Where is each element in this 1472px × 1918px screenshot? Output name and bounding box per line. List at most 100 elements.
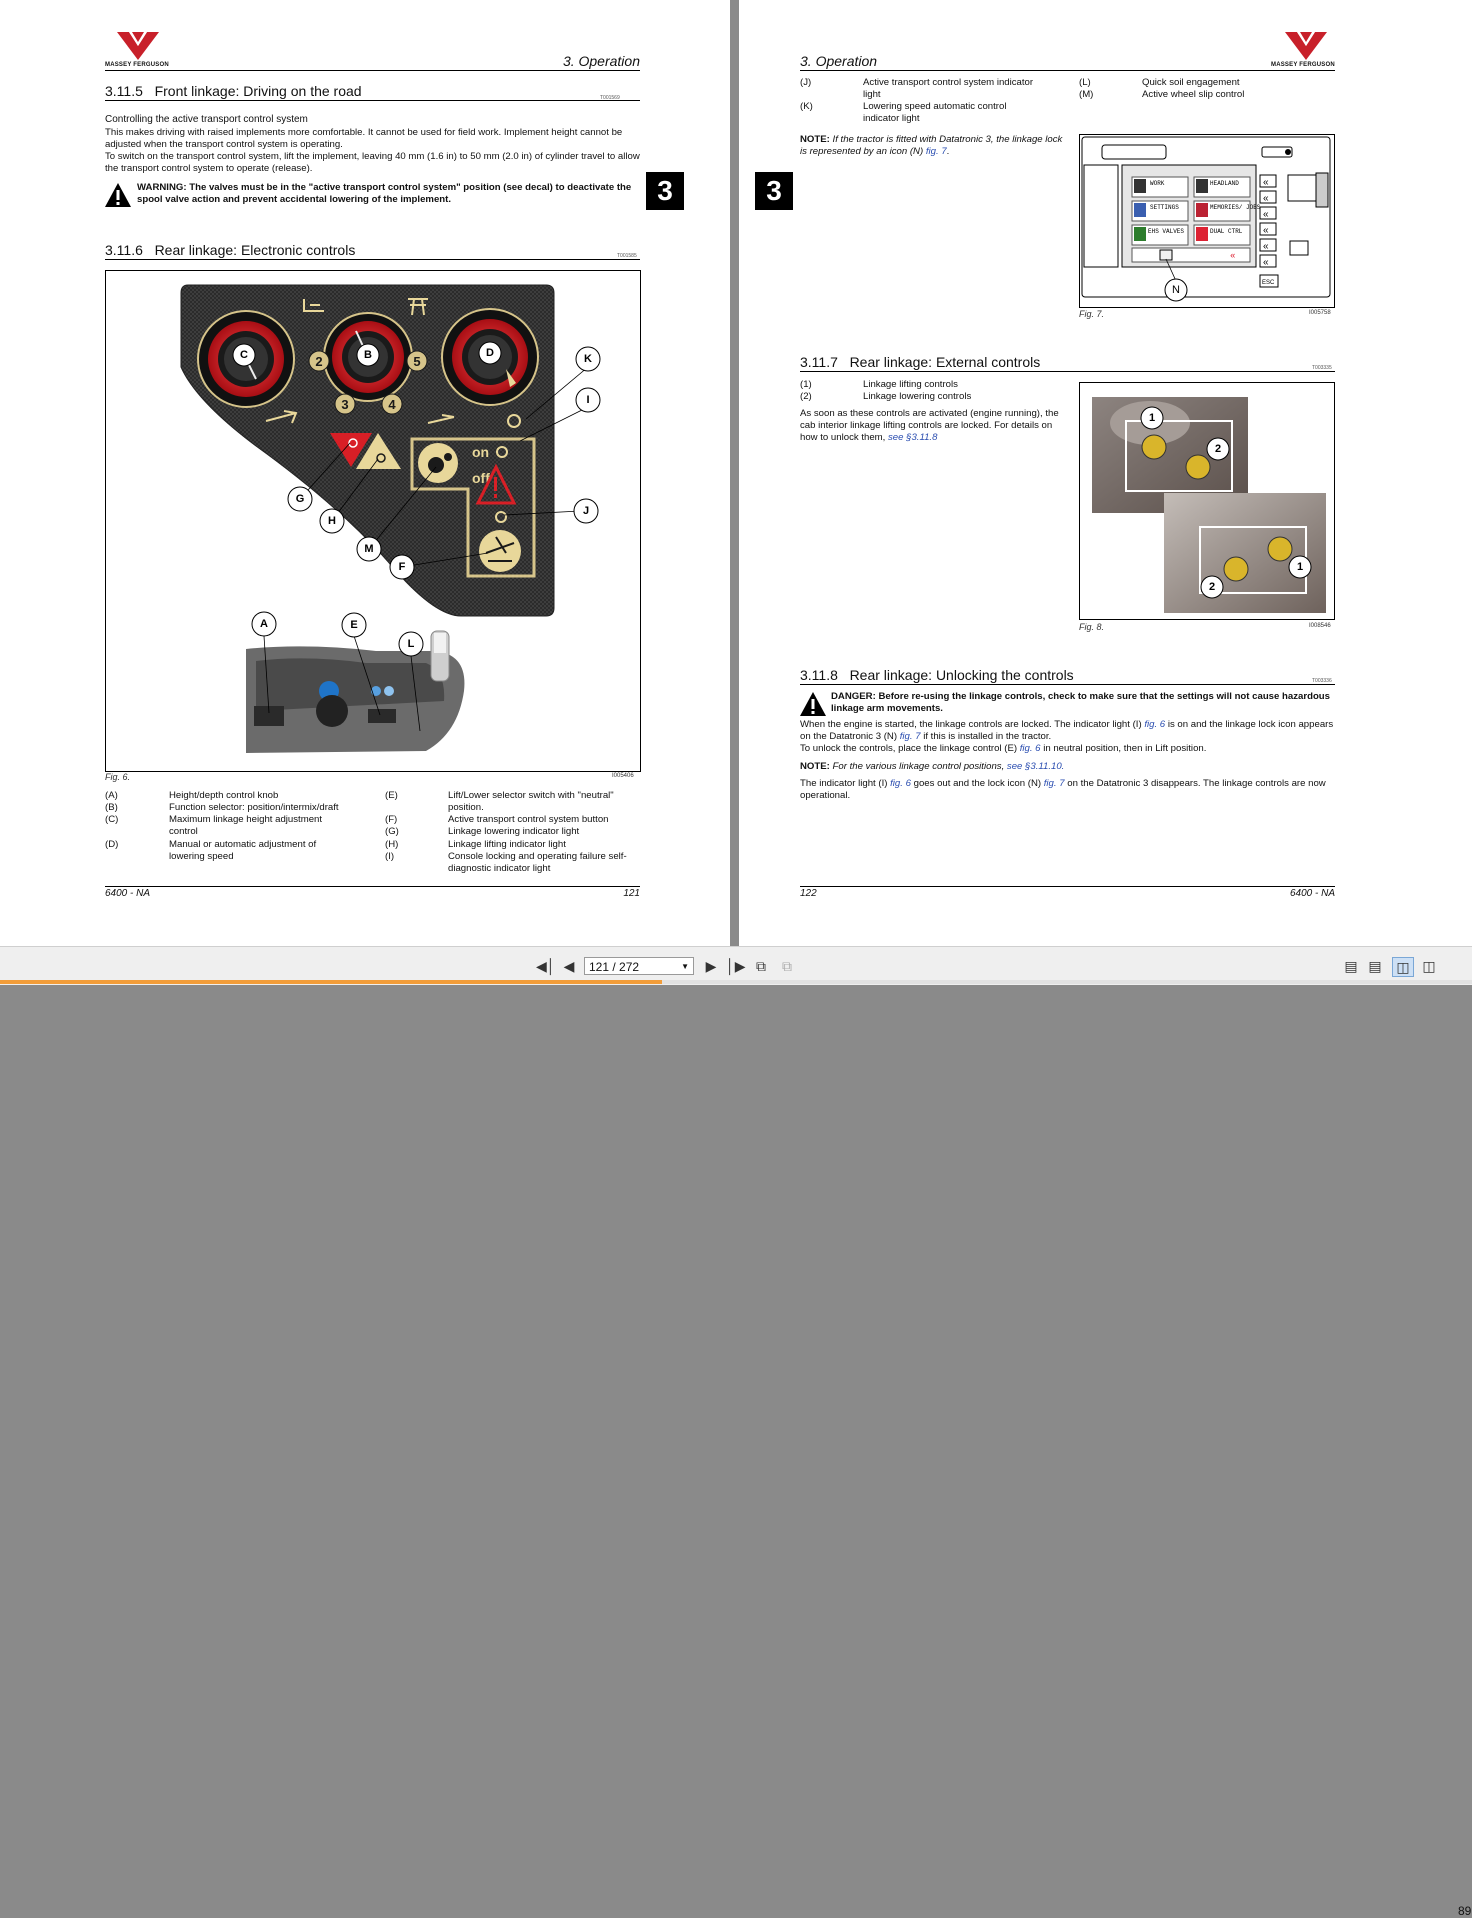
tractor-linkage-icon bbox=[303, 298, 428, 316]
on-label: on bbox=[472, 444, 489, 460]
copy-icon[interactable]: ⧉ bbox=[756, 958, 766, 974]
previous-page-icon[interactable]: ◀ bbox=[563, 958, 575, 974]
svg-text:«: « bbox=[1263, 193, 1269, 204]
section-link[interactable]: see §3.11.8 bbox=[888, 432, 938, 443]
callout-label: L bbox=[408, 638, 415, 650]
note: NOTE: If the tractor is fitted with Data… bbox=[800, 134, 1063, 157]
paragraph: As soon as these controls are activated … bbox=[800, 408, 1059, 443]
section-ref: T003335 bbox=[1312, 365, 1332, 371]
subheading: Controlling the active transport control… bbox=[105, 114, 308, 125]
lock-icon bbox=[1159, 249, 1173, 261]
section-ref: T003336 bbox=[1312, 678, 1332, 684]
paragraph: This makes driving with raised implement… bbox=[105, 127, 623, 150]
callout-label: M bbox=[364, 543, 373, 555]
console-illustration bbox=[246, 630, 465, 753]
progress-fill bbox=[0, 980, 663, 984]
chevron-down-icon[interactable]: ▼ bbox=[681, 962, 689, 971]
fig6-link[interactable]: fig. 6 bbox=[1019, 743, 1041, 754]
figure-6: 2 3 4 5 bbox=[105, 270, 641, 772]
fig7-link[interactable]: fig. 7 bbox=[925, 146, 947, 157]
callout-label: E bbox=[350, 619, 357, 631]
callout-label: F bbox=[399, 561, 406, 573]
svg-text:«: « bbox=[1263, 257, 1269, 268]
svg-text:«: « bbox=[1230, 251, 1235, 261]
callout-label: K bbox=[584, 353, 592, 365]
section-ref: T001569 bbox=[600, 95, 620, 101]
callout-label: H bbox=[328, 515, 336, 527]
warning-text: WARNING: The valves must be in the "acti… bbox=[137, 182, 632, 205]
figure-id: I005758 bbox=[1309, 310, 1331, 316]
continuous-view-icon[interactable]: ▤ bbox=[1368, 958, 1382, 974]
figure-caption: Fig. 6. bbox=[105, 772, 131, 782]
page-number-input[interactable]: 121 / 272 ▼ bbox=[584, 957, 694, 975]
figure-8: 1 2 2 1 bbox=[1079, 382, 1335, 620]
datatronic-screen-illustration: WORK HEADLAND SETTINGS MEMORIES/ JOBS EH… bbox=[1081, 136, 1331, 302]
callout-label: B bbox=[364, 349, 372, 361]
page-header: 3. Operation bbox=[562, 53, 640, 69]
fig7-link[interactable]: fig. 7 bbox=[1043, 778, 1065, 789]
transport-control-button bbox=[479, 530, 521, 572]
external-controls-photo: 1 2 2 1 bbox=[1092, 397, 1326, 613]
callout-label: 2 bbox=[1209, 581, 1215, 593]
first-page-icon[interactable]: ◀│ bbox=[536, 958, 556, 974]
massey-ferguson-logo-icon bbox=[1285, 32, 1327, 60]
section-title: 3.11.6 Rear linkage: Electronic controls bbox=[105, 242, 356, 258]
fig6-link[interactable]: fig. 6 bbox=[1144, 719, 1166, 730]
svg-text:«: « bbox=[1263, 241, 1269, 252]
callout-label: 1 bbox=[1149, 412, 1155, 424]
menu-ehs-valves: EHS VALVES bbox=[1148, 228, 1184, 235]
figure-caption: Fig. 8. bbox=[1079, 622, 1105, 632]
last-page-icon[interactable]: │▶ bbox=[726, 958, 746, 974]
header-rule bbox=[105, 70, 640, 71]
viewer-toolbar: ◀│ ◀ ▶ │▶ ⧉ ⧉ ▤ ▤ ◫ ◫ 89 bbox=[0, 946, 1472, 1918]
menu-work: WORK bbox=[1150, 180, 1165, 187]
selector-number: 5 bbox=[413, 354, 420, 369]
section-rule bbox=[800, 371, 1335, 372]
menu-headland: HEADLAND bbox=[1210, 180, 1239, 187]
duplicate-icon[interactable]: ⧉ bbox=[782, 958, 792, 974]
danger-text: DANGER: Before re-using the linkage cont… bbox=[831, 691, 1331, 714]
footer-model: 6400 - NA bbox=[105, 888, 151, 899]
two-page-continuous-view-icon[interactable]: ◫ bbox=[1422, 958, 1436, 974]
brand-name: MASSEY FERGUSON bbox=[105, 62, 169, 68]
footer-rule bbox=[800, 886, 1335, 887]
footer-rule bbox=[105, 886, 640, 887]
section-title: 3.11.8 Rear linkage: Unlocking the contr… bbox=[800, 667, 1074, 683]
right-page: 3 3. Operation MASSEY FERGUSON (J)Active… bbox=[739, 0, 1472, 946]
callout-label: A bbox=[260, 618, 268, 630]
fig6-link[interactable]: fig. 6 bbox=[890, 778, 911, 789]
svg-text:«: « bbox=[1263, 177, 1269, 188]
callout-label: I bbox=[586, 394, 589, 406]
footer-model: 6400 - NA bbox=[1289, 888, 1335, 899]
next-page-icon[interactable]: ▶ bbox=[705, 958, 717, 974]
single-page-view-icon[interactable]: ▤ bbox=[1344, 958, 1358, 974]
page-number: 121 bbox=[623, 888, 640, 899]
section-rule bbox=[105, 100, 640, 101]
paragraph: The indicator light (I) fig. 6 goes out … bbox=[800, 778, 1326, 801]
callout-label: 2 bbox=[1215, 443, 1221, 455]
paragraph: When the engine is started, the linkage … bbox=[800, 719, 1334, 742]
menu-settings: SETTINGS bbox=[1150, 204, 1179, 211]
lifting-indicator-icon bbox=[356, 433, 401, 469]
brand-name: MASSEY FERGUSON bbox=[1271, 62, 1335, 68]
callout-label: 1 bbox=[1297, 561, 1303, 573]
note: NOTE: For the various linkage control po… bbox=[800, 761, 1065, 772]
selector-number: 2 bbox=[315, 354, 322, 369]
danger-icon bbox=[800, 692, 826, 716]
two-page-view-icon[interactable]: ◫ bbox=[1392, 957, 1414, 977]
chapter-tab: 3 bbox=[755, 172, 793, 210]
section-title: 3.11.5 Front linkage: Driving on the roa… bbox=[105, 83, 362, 99]
esc-button-label: ESC bbox=[1262, 280, 1275, 286]
wheel-slip-icon bbox=[418, 443, 458, 483]
fig7-link[interactable]: fig. 7 bbox=[899, 731, 921, 742]
figure-caption: Fig. 7. bbox=[1079, 309, 1105, 319]
figure-id: I008546 bbox=[1309, 623, 1331, 629]
page-number: 122 bbox=[800, 888, 817, 899]
callout-label: N bbox=[1172, 284, 1180, 296]
section-rule bbox=[800, 684, 1335, 685]
zoom-level[interactable]: 89 bbox=[1458, 1904, 1472, 1918]
left-page: MASSEY FERGUSON 3. Operation 3.11.5 Fron… bbox=[0, 0, 730, 946]
figure-id: I005406 bbox=[612, 773, 634, 779]
figure-7: WORK HEADLAND SETTINGS MEMORIES/ JOBS EH… bbox=[1079, 134, 1335, 308]
section-link[interactable]: see §3.11.10. bbox=[1006, 761, 1065, 772]
